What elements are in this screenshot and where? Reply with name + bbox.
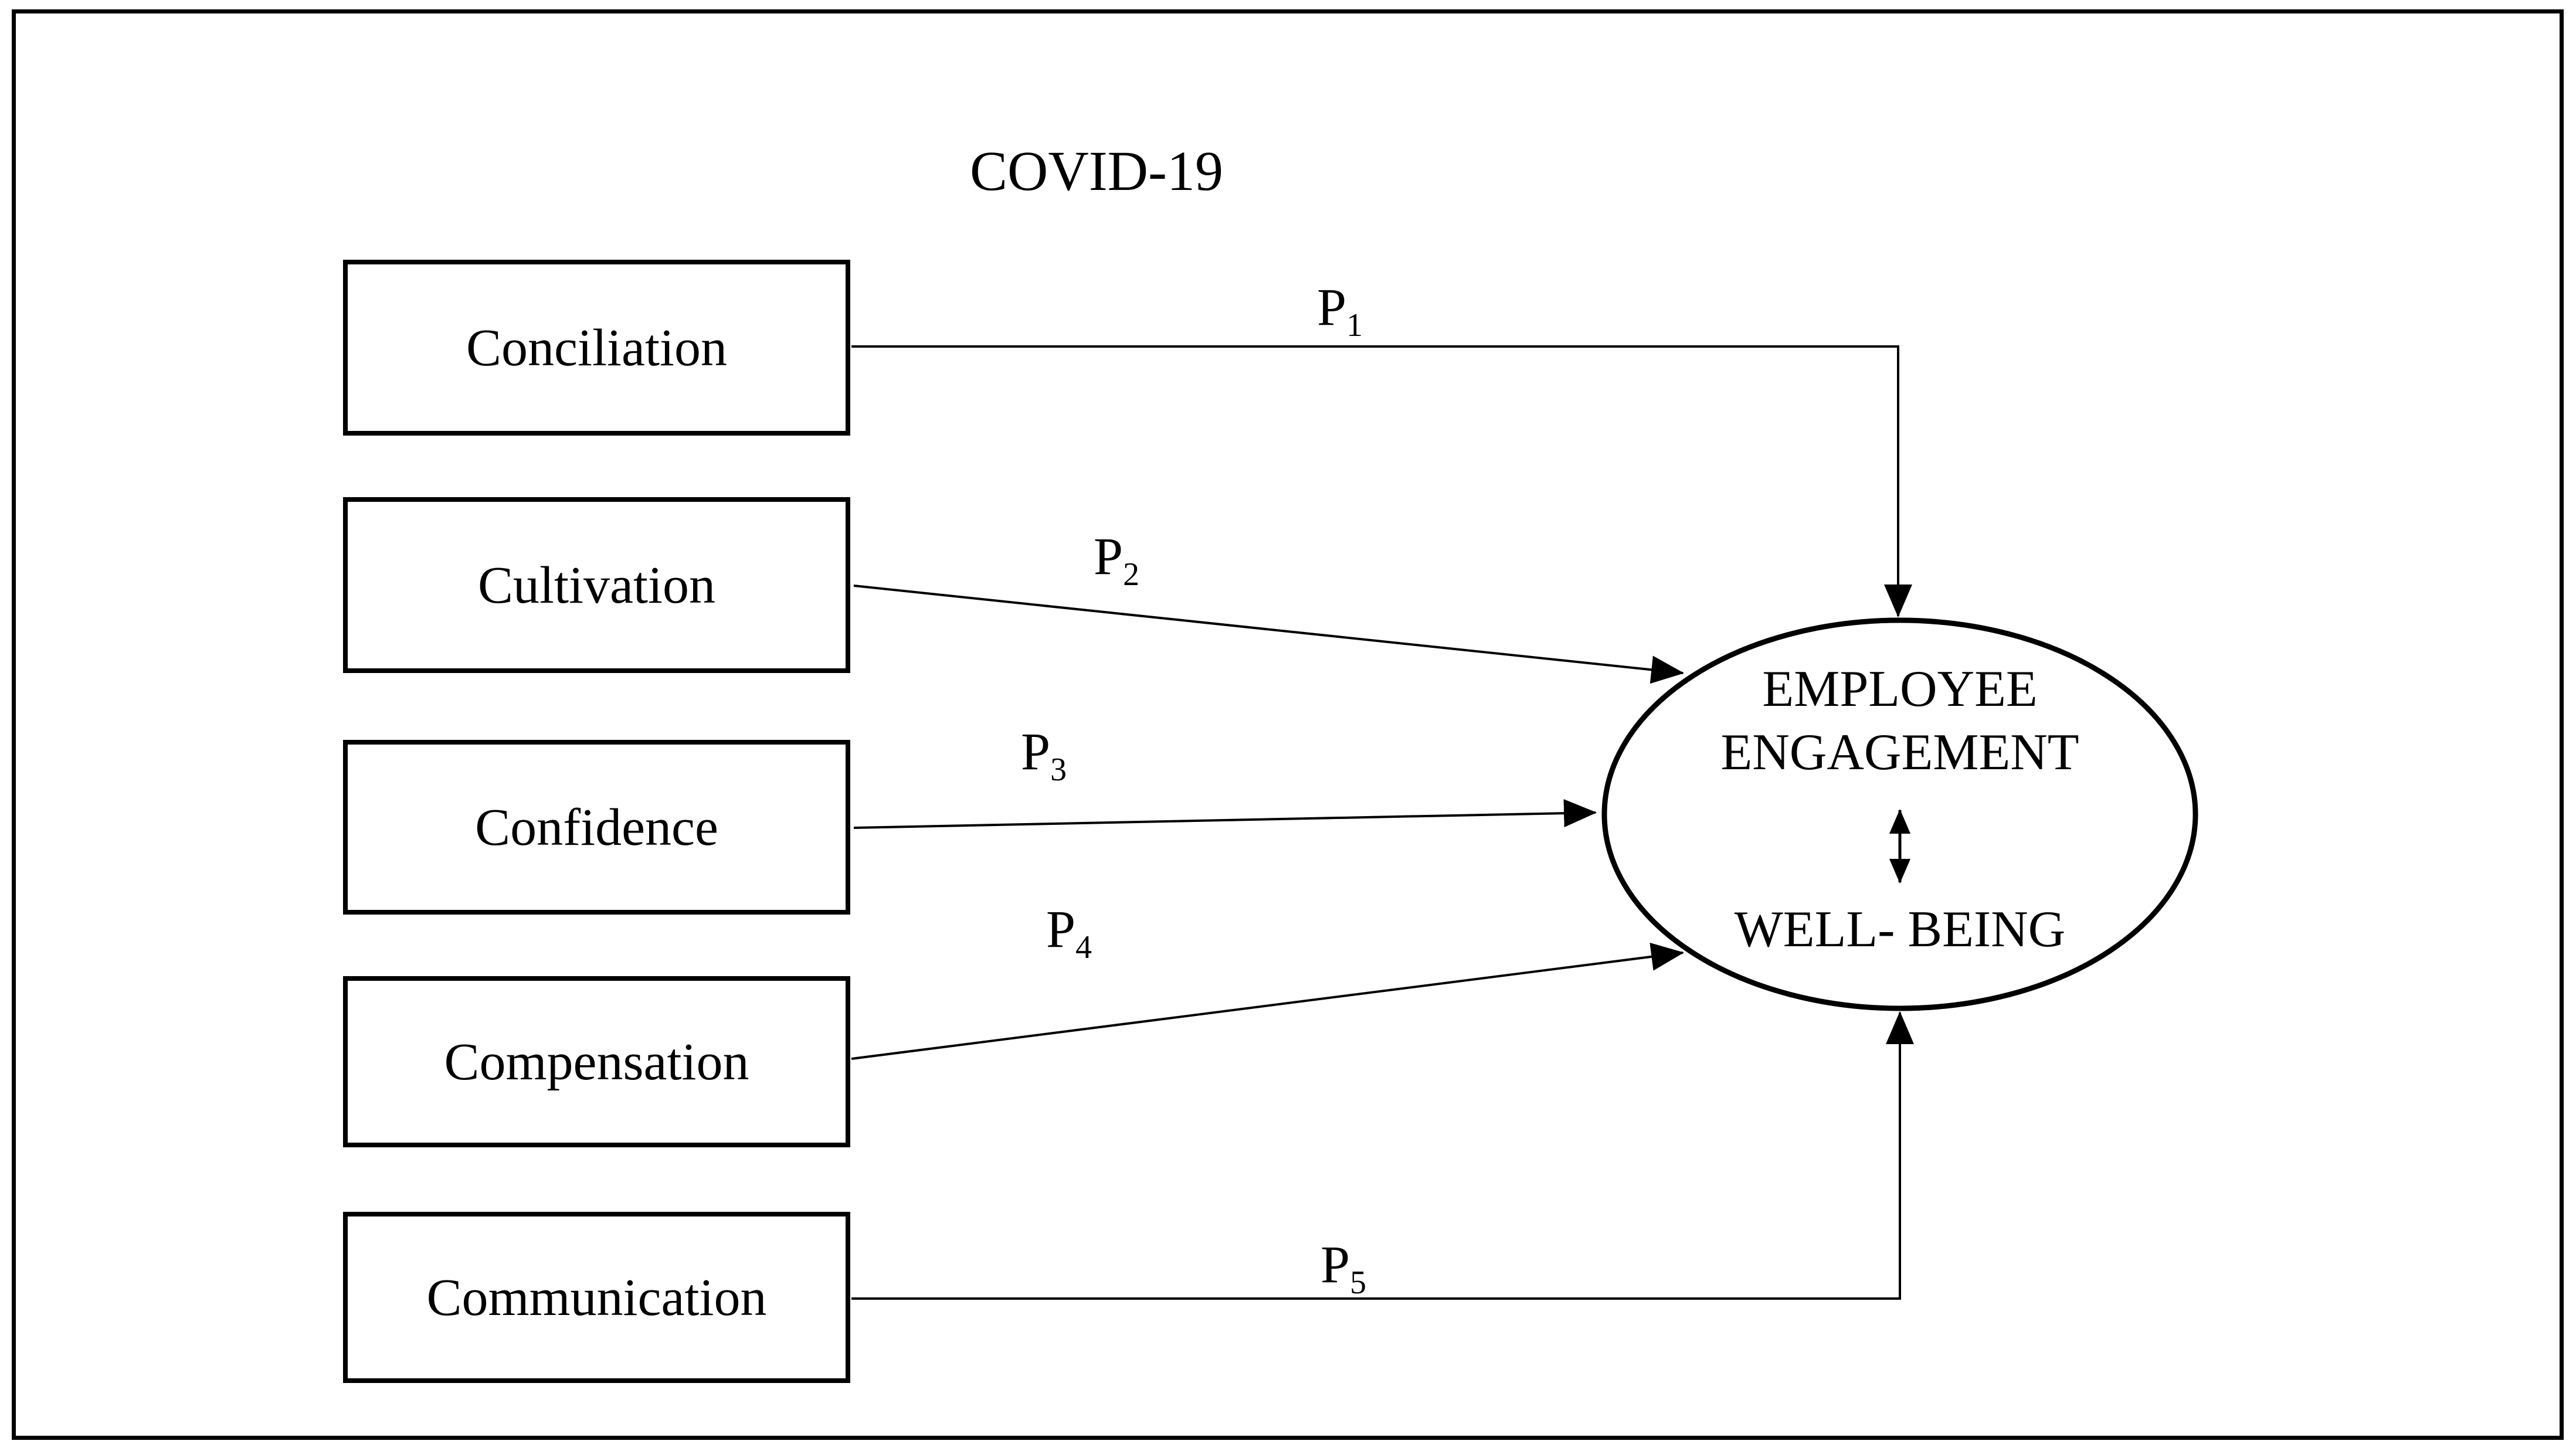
ellipse-text-wellbeing: WELL- BEING [1734,901,2066,958]
box-communication: Communication [343,1212,850,1383]
diagram-title: COVID-19 [970,140,1223,202]
p3-subscript: 3 [1050,752,1067,788]
arrow-p4-compensation-to-ellipse [851,943,1684,1060]
p5-subscript: 5 [1350,1265,1366,1301]
p4-letter: P [1046,900,1076,959]
box-confidence-label: Confidence [475,798,718,857]
diagram-border-frame [12,9,2564,1440]
box-cultivation: Cultivation [343,497,850,673]
ellipse-line-employee: EMPLOYEE [1762,661,2038,718]
ellipse-line-engagement: ENGAGEMENT [1720,724,2079,781]
box-conciliation-label: Conciliation [466,318,727,377]
p3-letter: P [1021,723,1051,781]
p1-subscript: 1 [1346,307,1363,344]
arrow-p3-confidence-to-ellipse [853,799,1597,829]
box-cultivation-label: Cultivation [478,556,715,614]
path-label-p3: P3 [979,714,1108,790]
p4-subscript: 4 [1075,929,1092,966]
path-label-p1: P1 [1275,270,1404,346]
p2-letter: P [1094,528,1124,586]
path-label-p5: P5 [1279,1227,1408,1303]
p5-letter: P [1321,1236,1350,1294]
ellipse-text-engagement: EMPLOYEE ENGAGEMENT [1665,658,2134,784]
box-compensation: Compensation [343,976,850,1147]
box-compensation-label: Compensation [444,1032,749,1091]
p2-subscript: 2 [1123,556,1139,593]
path-label-p2: P2 [1052,519,1181,595]
box-communication-label: Communication [426,1268,767,1327]
box-confidence: Confidence [343,740,850,915]
arrow-p2-cultivation-to-ellipse [853,585,1684,684]
arrow-p1-conciliation-to-ellipse [851,345,1912,617]
box-conciliation: Conciliation [343,260,850,436]
path-label-p4: P4 [1004,892,1133,968]
arrow-p5-communication-to-ellipse [851,1011,1914,1300]
p1-letter: P [1317,278,1347,337]
